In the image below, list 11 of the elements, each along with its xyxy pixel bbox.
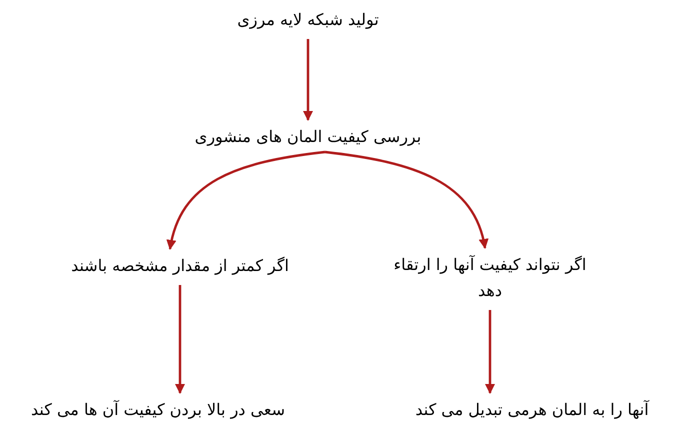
arrow [484,310,496,394]
arrow [302,39,314,121]
text-label: آنها را به المان هرمی تبدیل می کند [413,397,651,423]
arrow [167,150,326,250]
text-label: بررسی کیفیت المان های منشوری [192,124,424,150]
arrow [324,150,488,249]
text-label: اگر نتواند کیفیت آنها را ارتقاء دهد [388,252,592,304]
text-label: سعی در بالا بردن کیفیت آن ها می کند [29,397,287,423]
text-label: تولید شبکه لایه مرزی [235,7,381,33]
text-label: اگر کمتر از مقدار مشخصه باشند [69,253,291,279]
arrow [174,285,186,394]
